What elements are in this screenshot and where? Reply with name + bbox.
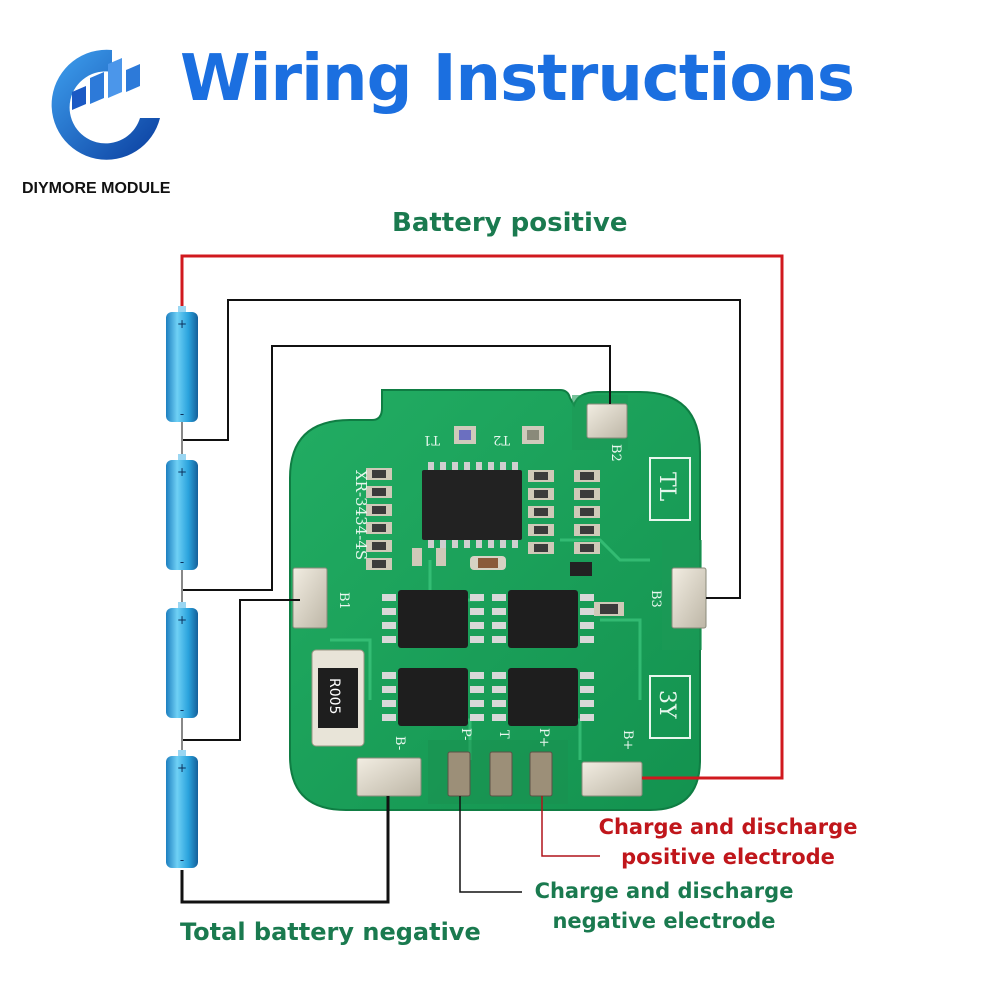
bms-board: XR-3434-4S T1 T2 B2 B1 B3 TL 3Y R005 B- … (289, 389, 707, 811)
b-plus-label: B+ (620, 730, 635, 750)
charge-negative-line2: negative electrode (552, 909, 776, 933)
battery-2-plus: + (177, 465, 187, 479)
battery-cell-4 (166, 750, 198, 868)
charge-positive-line1: Charge and discharge (598, 815, 858, 839)
t1-marking: T1 (423, 432, 440, 447)
charge-negative-label: Charge and discharge negative electrode (534, 876, 794, 936)
brand-name: DIYMORE MODULE (22, 180, 171, 197)
charge-negative-line1: Charge and discharge (534, 879, 794, 903)
pad-b-minus (356, 757, 422, 797)
b2-label: B2 (608, 444, 623, 462)
p-plus-label: P+ (536, 728, 551, 748)
wire-b3 (182, 299, 741, 599)
sy-marking: 3Y (654, 690, 679, 719)
pointer-p-minus (459, 796, 522, 893)
battery-1-plus: + (177, 317, 187, 331)
tl-marking: TL (654, 472, 679, 502)
resistor-marking: R005 (326, 678, 342, 714)
t2-marking: T2 (493, 432, 510, 447)
diymore-logo-icon (51, 49, 160, 160)
b3-label: B3 (648, 590, 663, 608)
charge-positive-label: Charge and discharge positive electrode (598, 812, 858, 872)
battery-3-plus: + (177, 613, 187, 627)
b1-label: B1 (336, 592, 351, 610)
battery-cell-2 (166, 454, 198, 608)
charge-positive-line2: positive electrode (621, 845, 835, 869)
pad-b1 (292, 567, 328, 629)
pointer-p-plus (541, 796, 600, 857)
pad-b3 (671, 567, 707, 629)
page-title: Wiring Instructions (180, 42, 855, 116)
battery-positive-label: Battery positive (392, 208, 628, 238)
pad-b-plus (581, 761, 643, 797)
t-label: T (496, 730, 511, 739)
p-minus-label: P- (458, 728, 473, 740)
battery-1-minus: - (180, 407, 184, 421)
b-minus-label: B- (392, 736, 407, 750)
battery-4-plus: + (177, 761, 187, 775)
wire-b1 (182, 599, 300, 741)
battery-cell-1 (166, 306, 198, 460)
wire-total-negative (180, 796, 390, 904)
battery-2-minus: - (180, 555, 184, 569)
wire-battery-positive (180, 254, 784, 780)
battery-3-minus: - (180, 703, 184, 717)
battery-cell-3 (166, 602, 198, 756)
battery-4-minus: - (180, 853, 184, 867)
board-model-text: XR-3434-4S (352, 470, 370, 560)
wire-b2 (182, 345, 611, 591)
pad-b2 (586, 403, 628, 439)
total-negative-label: Total battery negative (180, 918, 481, 946)
